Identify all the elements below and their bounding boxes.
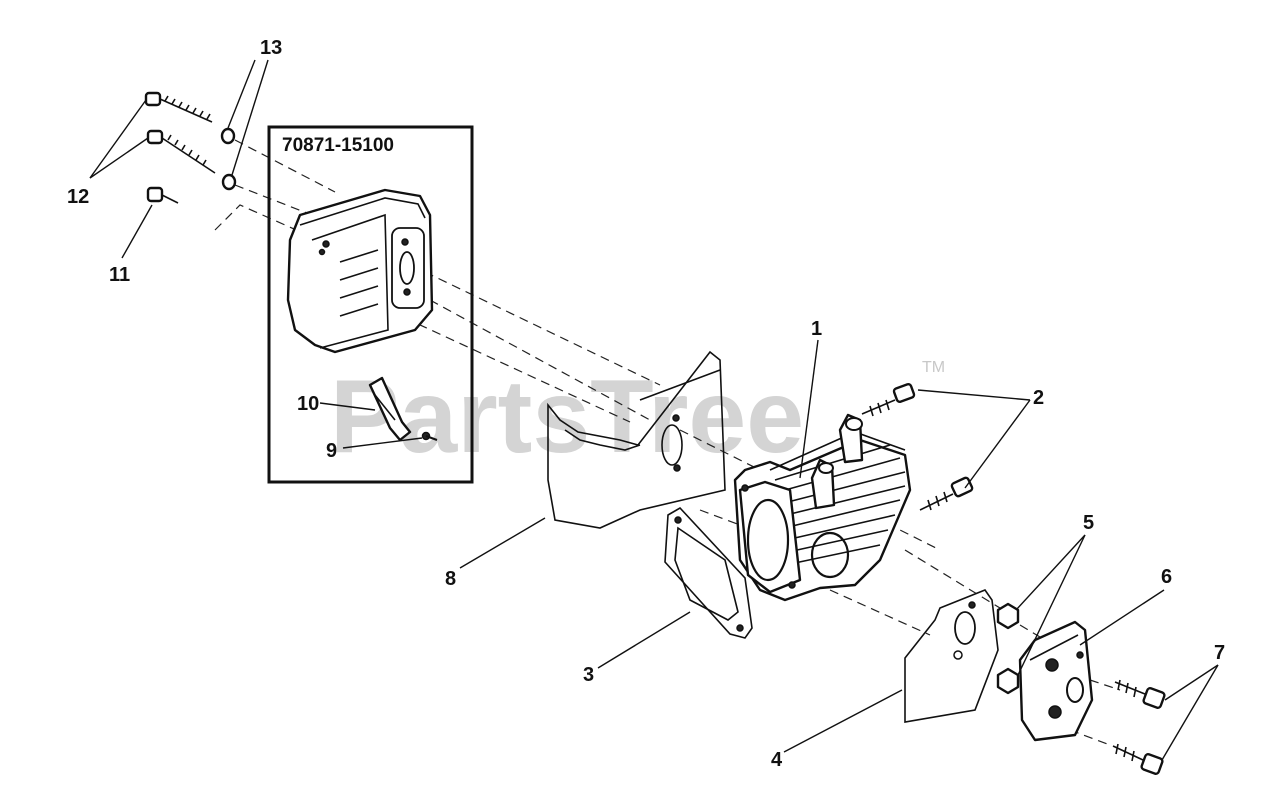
kit-border [267, 125, 474, 484]
callout-11: 11 [109, 264, 130, 286]
bolt-12-lower [146, 129, 216, 174]
assembly-lines [214, 139, 1121, 746]
callout-2: 2 [1033, 387, 1044, 409]
screw-2-upper [861, 382, 916, 417]
callout-4: 4 [771, 749, 783, 771]
adapter-6 [1018, 620, 1094, 742]
callout-3: 3 [583, 664, 594, 686]
callout-7: 7 [1214, 642, 1225, 664]
bolt-12-upper [144, 91, 213, 123]
callouts: 13 12 11 10 9 8 1 2 3 4 5 6 7 [67, 37, 1225, 771]
washers-13 [220, 127, 237, 191]
kit-part-number: 70871-15100 [282, 135, 394, 156]
heat-shield-8 [547, 350, 726, 529]
screw-2-lower [919, 476, 974, 511]
gasket-3 [664, 506, 753, 639]
callout-1: 1 [811, 318, 822, 340]
watermark-text: PartsTree [330, 359, 804, 475]
muffler-kit-box: 70871-15100 [267, 125, 474, 484]
callout-8: 8 [445, 568, 456, 590]
nuts-5 [996, 602, 1020, 695]
screw-7-lower [1112, 743, 1164, 775]
callout-9: 9 [326, 440, 337, 462]
screw-7-upper [1114, 679, 1166, 709]
watermark: PartsTree TM [330, 359, 945, 475]
spark-arrestor [368, 376, 412, 442]
muffler [286, 188, 434, 354]
gasket-4 [904, 589, 999, 723]
bolt-11 [146, 186, 179, 204]
callout-13: 13 [260, 37, 282, 59]
callout-10: 10 [297, 393, 319, 415]
callout-5: 5 [1083, 512, 1094, 534]
screw-9 [421, 431, 438, 441]
cylinder-1 [733, 413, 912, 602]
callout-12: 12 [67, 186, 89, 208]
leader-lines [89, 59, 1219, 761]
callout-6: 6 [1161, 566, 1172, 588]
watermark-trademark: TM [922, 359, 945, 376]
